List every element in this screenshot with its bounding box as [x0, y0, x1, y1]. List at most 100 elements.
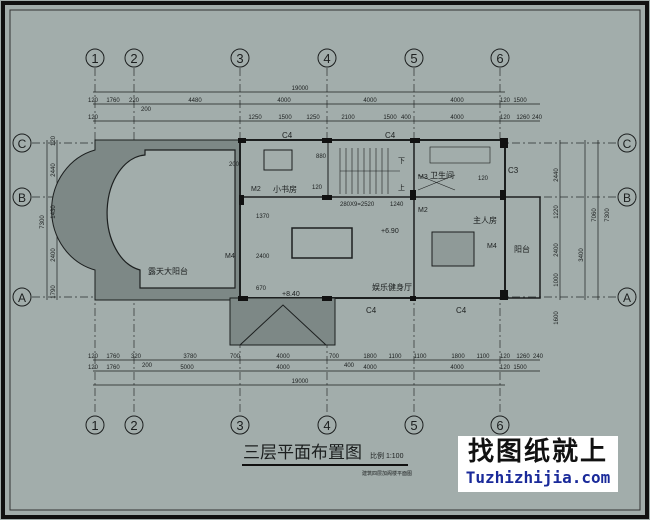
axis-label: C [18, 137, 27, 151]
axis-bubble [404, 415, 424, 435]
room-master-bedroom: 主人房 [473, 215, 497, 225]
dimension-text: 1790 [51, 285, 57, 299]
axis-label: 1 [91, 418, 98, 433]
axis-label: 4 [323, 51, 330, 66]
dimension-text: 7300 [40, 215, 46, 229]
dimension-text: 700 [329, 354, 340, 360]
dimension-text: 120 [51, 135, 57, 146]
dimension-text: 2400 [554, 243, 560, 257]
dimension-text: 5000 [180, 365, 194, 371]
dimension-text: 1220 [554, 205, 560, 219]
dimension-text: 3780 [183, 354, 197, 360]
dimension-text: 4000 [277, 98, 291, 104]
dimension-text: 1100 [414, 354, 428, 360]
dimension-text: 240 [532, 115, 543, 121]
dimension-text: 2400 [256, 254, 270, 260]
axis-bubble [85, 415, 105, 435]
axis-label: B [18, 191, 26, 205]
window-tag: C4 [456, 306, 467, 315]
window-tag: C4 [366, 306, 377, 315]
axis-bubble [317, 48, 337, 68]
axis-label: 4 [323, 418, 330, 433]
dimension-text: 120 [88, 115, 99, 121]
dimension-text: 120 [88, 365, 99, 371]
dimension-text: 1760 [106, 354, 120, 360]
room-bathroom: 卫生间 [430, 170, 454, 180]
axis-bubble [12, 287, 32, 307]
axis-label: 3 [236, 418, 243, 433]
dimension-text: 200 [229, 162, 240, 168]
room-terrace: 露天大阳台 [148, 266, 188, 276]
axis-bubble [230, 415, 250, 435]
dimension-text: 2400 [51, 248, 57, 262]
axis-bubble [12, 187, 32, 207]
axis-label: B [623, 191, 631, 205]
axis-bubble [490, 415, 510, 435]
axis-bubble [230, 48, 250, 68]
axis-bubble [124, 48, 144, 68]
dimension-lines [46, 91, 599, 386]
room-balcony: 阳台 [514, 244, 530, 254]
door-tag: M4 [487, 243, 497, 250]
dimension-text: 4000 [450, 98, 464, 104]
dimension-text: 1250 [248, 115, 262, 121]
stair-up-label: 上 [398, 183, 405, 192]
dimension-text: 1500 [513, 98, 527, 104]
dimension-text: 1260 [516, 354, 530, 360]
door-tag: M4 [225, 253, 235, 260]
axis-label: A [18, 291, 26, 305]
axis-bubble [404, 48, 424, 68]
watermark-logo: 找图纸就上 Tuzhizhijia.com [458, 436, 618, 492]
dimension-text: 1500 [383, 115, 397, 121]
dimension-text: 400 [401, 115, 412, 121]
dimension-text: 2100 [341, 115, 355, 121]
axis-bubble [317, 415, 337, 435]
dimension-text: 120 [500, 365, 511, 371]
stair-dimension: 280X9=2520 [340, 202, 375, 208]
dimension-text: 120 [88, 98, 99, 104]
dimension-text: 4000 [363, 98, 377, 104]
watermark-cn: 找图纸就上 [467, 437, 608, 467]
dimension-text: 1500 [513, 365, 527, 371]
dimension-text: 120 [500, 354, 511, 360]
axis-label: 6 [496, 51, 503, 66]
window-tag: C3 [508, 166, 519, 175]
dimension-text: 4000 [450, 365, 464, 371]
axis-bubble [617, 133, 637, 153]
dimension-text: 7060 [592, 208, 598, 222]
axis-label: 1 [91, 51, 98, 66]
dimension-text: 1800 [363, 354, 377, 360]
dimension-text: 320 [131, 354, 142, 360]
axis-bubble [490, 48, 510, 68]
dimension-text: 700 [230, 354, 241, 360]
dimension-text: 4000 [450, 115, 464, 121]
window-tag: C4 [385, 131, 396, 140]
axis-label: C [623, 137, 632, 151]
dimension-text: 120 [500, 115, 511, 121]
axis-label: 3 [236, 51, 243, 66]
dimension-text: 3400 [579, 248, 585, 262]
dimension-text: 7300 [605, 208, 611, 222]
watermark-url: Tuzhizhijia.com [465, 468, 611, 487]
axis-bubble [617, 287, 637, 307]
dimension-text: 1100 [477, 354, 491, 360]
door-tag: M3 [418, 174, 428, 181]
axis-bubble [85, 48, 105, 68]
axis-bubble [12, 133, 32, 153]
door-tag: M2 [251, 186, 261, 193]
drawing-subtitle: 建筑四层加阁楼平面图 [362, 470, 412, 477]
dimension-text: 1240 [390, 202, 404, 208]
dimension-text: 1800 [451, 354, 465, 360]
inner-border [9, 9, 641, 511]
room-gym-hall: 娱乐健身厅 [372, 282, 412, 292]
dimension-text: 19000 [292, 86, 309, 92]
dimension-text: 240 [533, 354, 544, 360]
dimension-text: 200 [142, 363, 153, 369]
axis-label: 5 [410, 51, 417, 66]
door-tag: M2 [418, 207, 428, 214]
dimension-text: 1260 [516, 115, 530, 121]
